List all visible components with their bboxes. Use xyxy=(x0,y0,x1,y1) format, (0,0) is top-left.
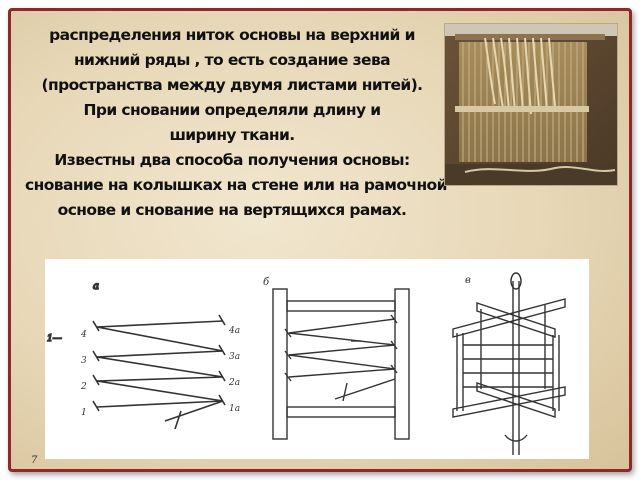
peg-label: 2а xyxy=(228,378,240,388)
peg-number: 1 xyxy=(81,408,87,418)
text-line: (пространства между двумя листами нитей)… xyxy=(41,76,424,94)
slide: распределения ниток основы на верхний и … xyxy=(8,8,632,472)
axis-tick: 1— xyxy=(47,334,62,344)
panel-label: а xyxy=(93,281,99,292)
warping-diagrams: а 1— 4 3 2 1 4а 3а 2а 1а xyxy=(45,259,589,459)
text-line: распределения ниток основы на верхний и xyxy=(49,26,415,44)
loom-photo xyxy=(444,23,618,186)
peg-label: 1а xyxy=(229,404,240,414)
panel-label: б xyxy=(263,277,270,288)
text-line: нижний ряды , то есть создание зева xyxy=(73,51,391,69)
wall-pegs-diagram: а 1— 4 3 2 1 4а 3а 2а 1а xyxy=(46,280,240,430)
peg-number: 3 xyxy=(81,356,87,366)
page-number: 7 xyxy=(31,455,38,466)
text-line: При сновании определяли длину и xyxy=(83,101,381,119)
peg-number: 4 xyxy=(80,330,87,340)
peg-number: 2 xyxy=(80,382,87,392)
text-line: снование на колышках на стене или на рам… xyxy=(25,176,447,194)
text-line: ширину ткани. xyxy=(169,126,295,144)
panel-label: в xyxy=(465,275,471,286)
slide-text: распределения ниток основы на верхний и … xyxy=(25,23,447,223)
frame-warping-diagram: б xyxy=(263,277,410,440)
text-line: основе и снование на вертящихся рамах. xyxy=(57,201,407,219)
peg-label: 3а xyxy=(229,352,240,362)
peg-label: 4а xyxy=(228,326,240,336)
text-line: Известны два способа получения основы: xyxy=(54,151,410,169)
rotating-frame-diagram: в xyxy=(452,272,566,455)
